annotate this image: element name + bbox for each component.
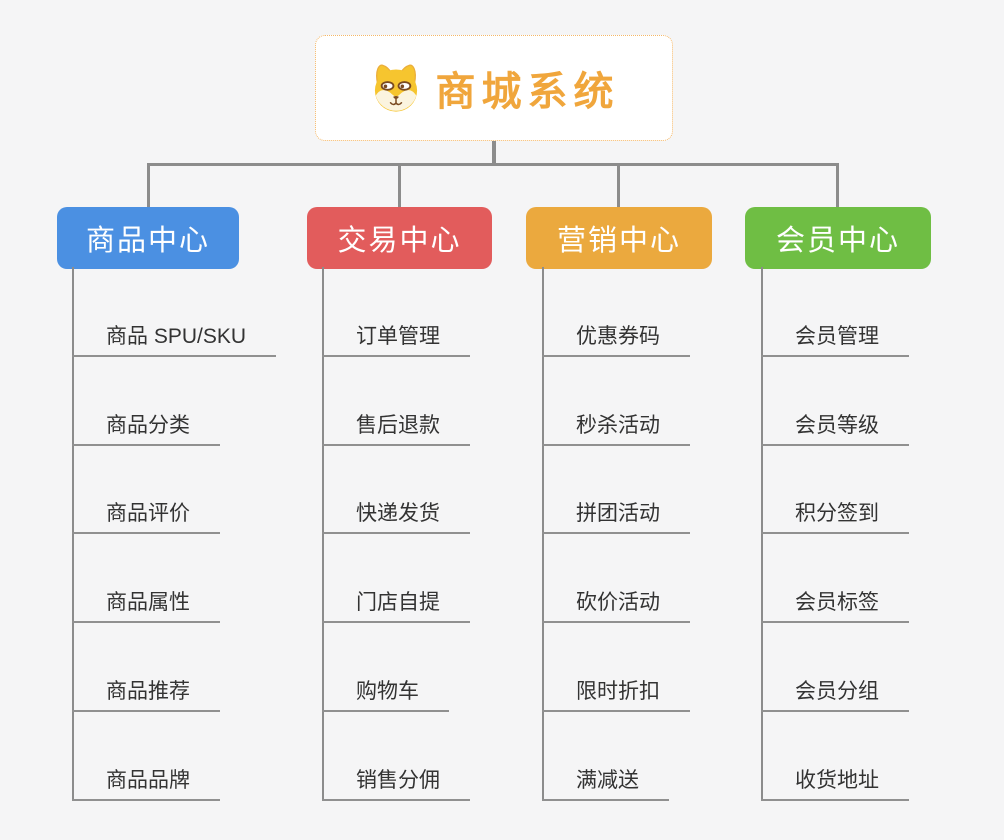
child-node[interactable]: 会员标签 [761,591,909,623]
connector-root-stem [492,141,496,163]
child-node[interactable]: 商品品牌 [72,769,220,801]
connector-spine-member [761,267,763,801]
branch-node-goods[interactable]: 商品中心 [57,207,239,269]
connector-drop-marketing [617,163,620,207]
child-node[interactable]: 会员管理 [761,325,909,357]
child-node[interactable]: 门店自提 [322,591,470,623]
branch-node-member[interactable]: 会员中心 [745,207,931,269]
child-node[interactable]: 限时折扣 [542,680,690,712]
connector-horizontal-bar [147,163,839,166]
child-node[interactable]: 砍价活动 [542,591,690,623]
connector-spine-goods [72,267,74,801]
child-node[interactable]: 销售分佣 [322,769,470,801]
child-node[interactable]: 商品分类 [72,414,220,446]
branch-node-marketing[interactable]: 营销中心 [526,207,712,269]
child-node[interactable]: 积分签到 [761,502,909,534]
child-node[interactable]: 拼团活动 [542,502,690,534]
child-node[interactable]: 商品推荐 [72,680,220,712]
shiba-dog-icon [374,64,417,112]
connector-spine-trade [322,267,324,801]
child-node[interactable]: 商品 SPU/SKU [72,325,277,357]
child-node[interactable]: 购物车 [322,680,449,712]
connector-drop-member [836,163,839,207]
child-node[interactable]: 秒杀活动 [542,414,690,446]
child-node[interactable]: 满减送 [542,769,669,801]
connector-spine-marketing [542,267,544,801]
branch-node-trade[interactable]: 交易中心 [307,207,492,269]
child-node[interactable]: 售后退款 [322,414,470,446]
child-node[interactable]: 商品评价 [72,502,220,534]
connector-drop-trade [398,163,401,207]
child-node[interactable]: 会员等级 [761,414,909,446]
child-node[interactable]: 快递发货 [322,502,470,534]
connector-drop-goods [147,163,150,207]
child-node[interactable]: 优惠券码 [542,325,690,357]
child-node[interactable]: 会员分组 [761,680,909,712]
root-node[interactable]: 商城系统 [315,35,673,141]
root-title: 商城系统 [435,70,620,114]
child-node[interactable]: 订单管理 [322,325,470,357]
child-node[interactable]: 收货地址 [761,769,909,801]
child-node[interactable]: 商品属性 [72,591,220,623]
